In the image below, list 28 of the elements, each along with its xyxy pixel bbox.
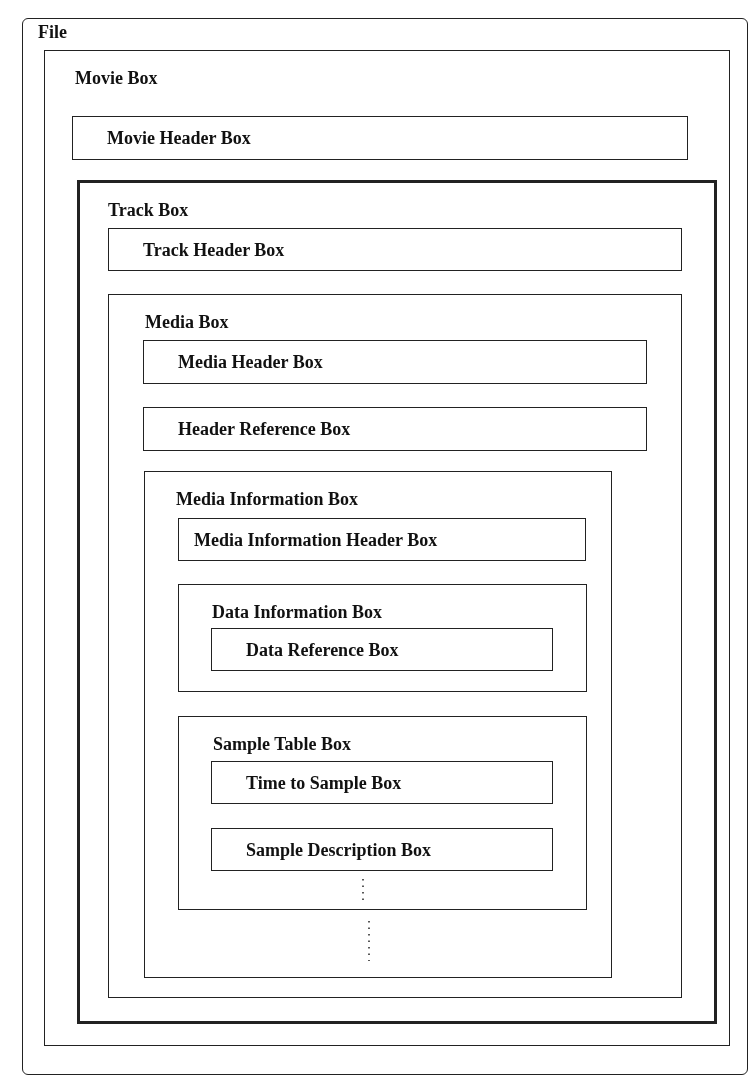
- box-label: Media Information Header Box: [194, 528, 438, 551]
- box-label: Track Header Box: [143, 238, 285, 261]
- box: [211, 628, 553, 671]
- container-box: [77, 180, 717, 1024]
- box-label: Time to Sample Box: [246, 771, 402, 794]
- container-box: [144, 471, 612, 978]
- box-label: Media Header Box: [178, 351, 323, 373]
- box: [72, 116, 688, 160]
- container-box: [108, 294, 682, 998]
- box: [178, 518, 586, 561]
- container-box: [178, 584, 587, 692]
- box: [211, 761, 553, 804]
- box-title: File: [38, 21, 67, 43]
- box-title: Media Information Box: [176, 488, 358, 510]
- container-box: [178, 716, 587, 910]
- box-label: Sample Description Box: [246, 838, 431, 861]
- box-title: Media Box: [145, 311, 229, 333]
- box-label: Header Reference Box: [178, 418, 351, 440]
- box-title: Track Box: [108, 199, 189, 221]
- box-title: Sample Table Box: [213, 733, 352, 755]
- box-title: Movie Box: [75, 67, 158, 89]
- box: [143, 407, 647, 451]
- box: [143, 340, 647, 384]
- box-label: Data Reference Box: [246, 638, 399, 661]
- box-title: Data Information Box: [212, 601, 382, 623]
- box: [211, 828, 553, 871]
- box: [108, 228, 682, 271]
- box-label: Movie Header Box: [107, 127, 251, 149]
